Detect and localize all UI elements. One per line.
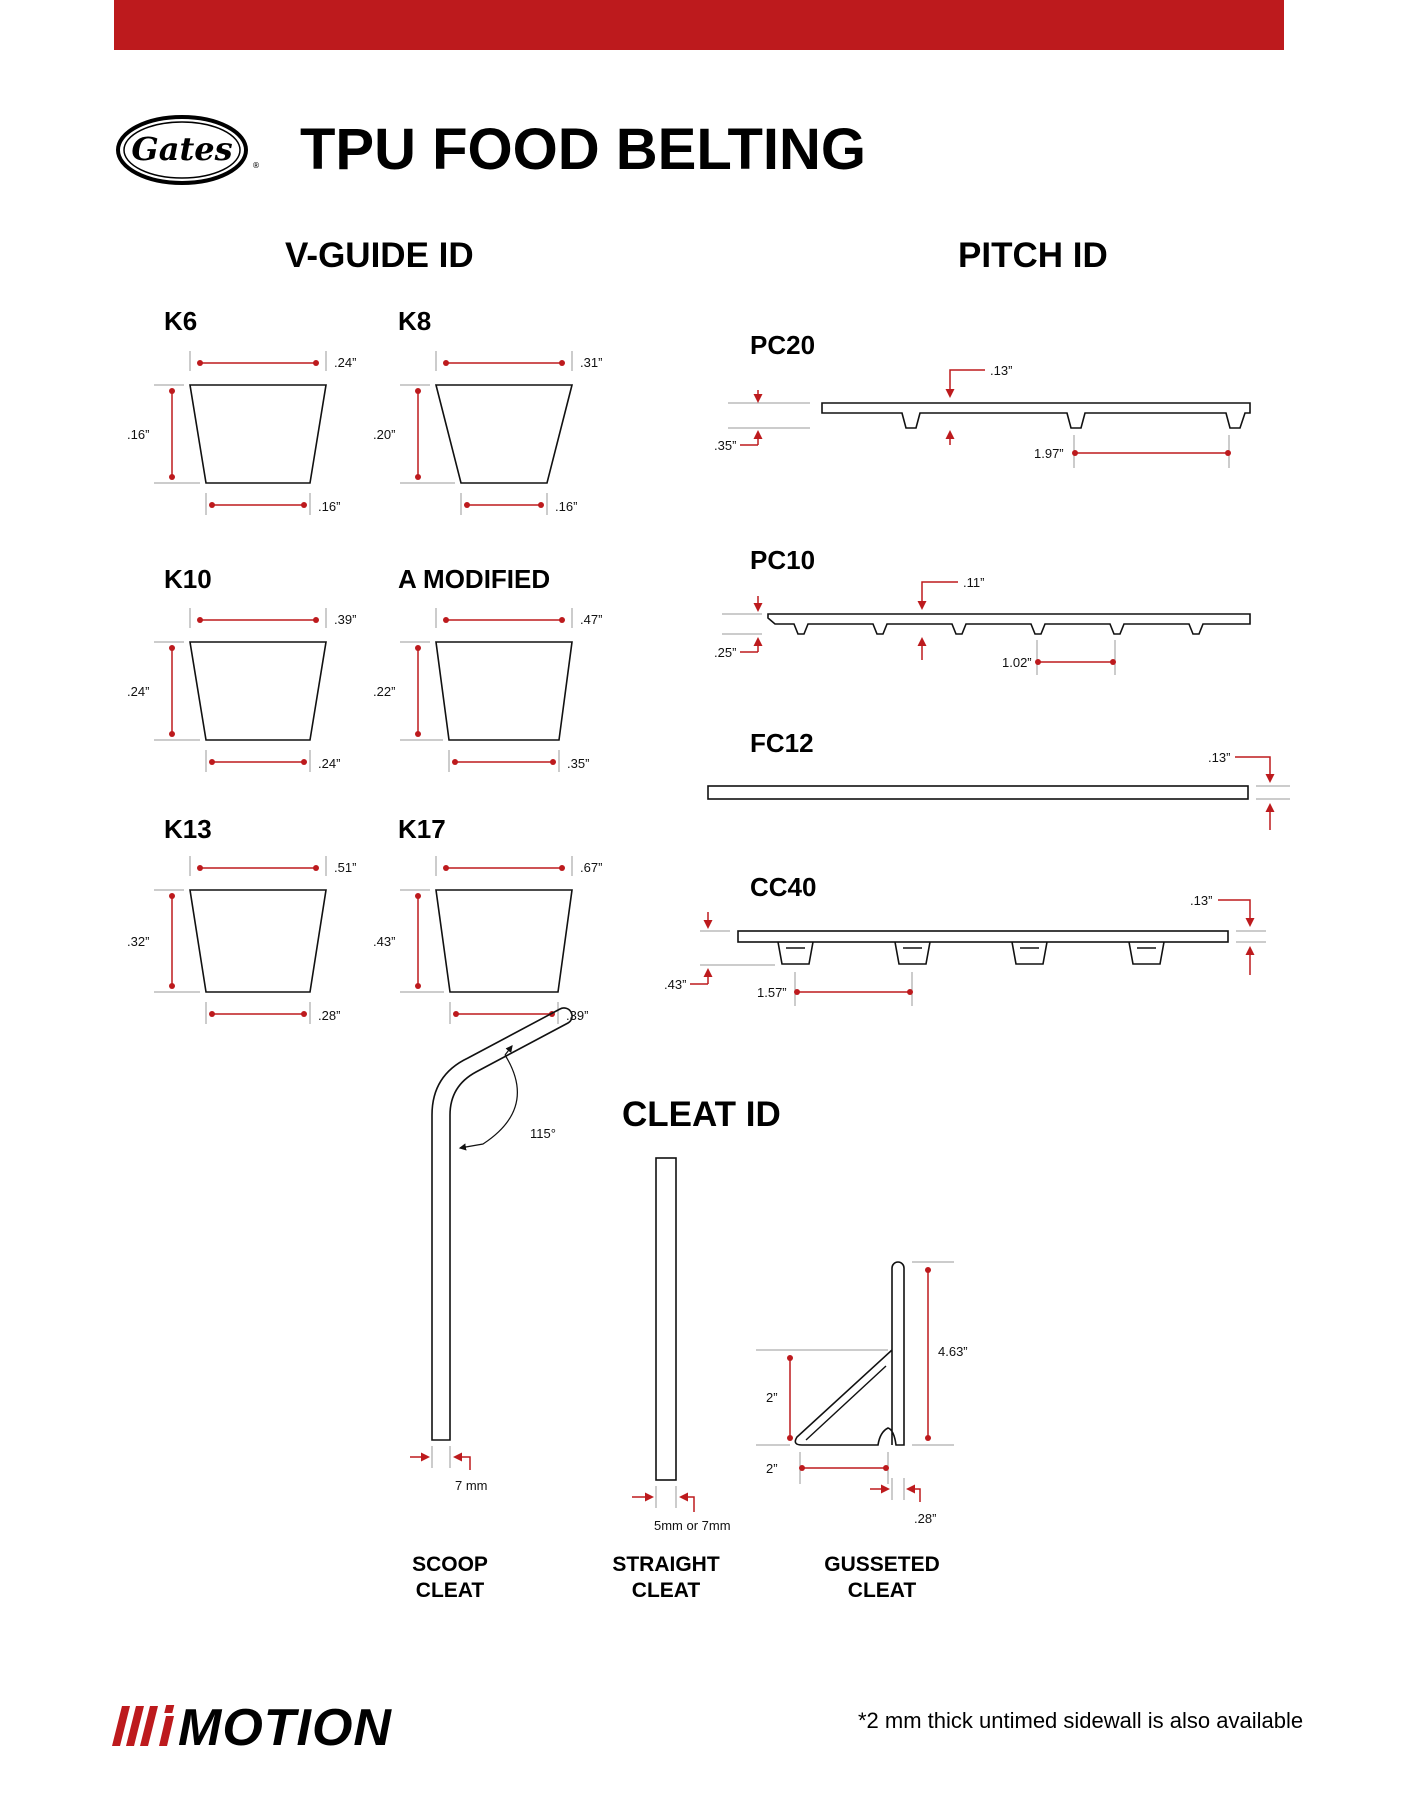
- gusseted-gusset-height-label: 2”: [766, 1390, 778, 1405]
- vguide-name: K10: [164, 564, 212, 594]
- cc40-pitch-label: 1.57”: [757, 985, 787, 1000]
- svg-text:®: ®: [252, 161, 260, 170]
- gusseted-thickness-label: .28”: [914, 1511, 936, 1526]
- pc10-profile: [722, 581, 1251, 675]
- scoop-cleat-drawing: [410, 1007, 573, 1470]
- vguide-height-label: .20”: [373, 427, 395, 442]
- pc20-pitch-label: 1.97”: [1034, 446, 1064, 461]
- section-vguide-heading: V-GUIDE ID: [285, 236, 474, 275]
- vguide-height-label: .24”: [127, 684, 149, 699]
- motion-logo-text: MOTION: [178, 1699, 392, 1757]
- gates-logo: Gates ®: [116, 115, 260, 185]
- gusseted-cleat-caption: GUSSETED CLEAT: [812, 1552, 952, 1604]
- scoop-cleat-caption: SCOOP CLEAT: [380, 1552, 520, 1604]
- gates-logo-text: Gates: [131, 130, 232, 168]
- cc40-total-label: .43”: [664, 977, 686, 992]
- vguide-name: K17: [398, 814, 446, 844]
- pitch-name: PC10: [750, 545, 816, 575]
- caption-line: CLEAT: [415, 1579, 485, 1602]
- vguide-profile: .24” .16” .16”: [127, 351, 356, 515]
- gusseted-gusset-width-label: 2”: [766, 1461, 778, 1476]
- pc20-profile: [728, 369, 1251, 468]
- straight-thickness-label: 5mm or 7mm: [654, 1518, 731, 1533]
- motion-logo-mark: [112, 1705, 175, 1746]
- caption-line: SCOOP: [412, 1553, 488, 1576]
- pc10-tooth-label: .11”: [963, 575, 984, 590]
- vguide-bottom-label: .35”: [567, 756, 589, 771]
- vguide-profile: .51” .32” .28”: [127, 856, 356, 1024]
- vguide-bottom-label: .16”: [318, 499, 340, 514]
- vguide-height-label: .16”: [127, 427, 149, 442]
- caption-line: GUSSETED: [824, 1553, 940, 1576]
- vguide-top-label: .47”: [580, 612, 602, 627]
- vguide-profile: .67”.43”.39”: [373, 856, 602, 1024]
- pitch-name: PC20: [750, 330, 816, 360]
- fc12-profile: [707, 756, 1290, 830]
- cc40-profile: [690, 899, 1266, 1006]
- pc10-pitch-label: 1.02”: [1002, 655, 1032, 670]
- vguide-name: A MODIFIED: [398, 564, 551, 594]
- footnote: *2 mm thick untimed sidewall is also ava…: [858, 1708, 1304, 1733]
- vguide-bottom-label: .28”: [318, 1008, 340, 1023]
- vguide-profile: .31” .20” .16”: [373, 351, 602, 515]
- vguide-name: K8: [398, 306, 432, 336]
- vguide-top-label: .39”: [334, 612, 356, 627]
- scoop-angle-label: 115°: [530, 1126, 556, 1141]
- vguide-top-label: .67”: [580, 860, 602, 875]
- vguide-name: K13: [164, 814, 212, 844]
- caption-line: CLEAT: [847, 1579, 917, 1602]
- straight-cleat-drawing: [632, 1157, 695, 1512]
- gusseted-cleat-drawing: [756, 1261, 954, 1502]
- pc10-thickness-label: .25”: [714, 645, 736, 660]
- section-pitch-heading: PITCH ID: [958, 236, 1108, 275]
- cc40-thickness-label: .13”: [1190, 893, 1212, 908]
- vguide-top-label: .31”: [580, 355, 602, 370]
- vguide-bottom-label: .24”: [318, 756, 340, 771]
- pitch-name: CC40: [750, 872, 817, 902]
- vguide-profile: .47” .22” .35”: [373, 608, 602, 772]
- vguide-height-label: .22”: [373, 684, 395, 699]
- fc12-thickness-label: .13”: [1208, 750, 1230, 765]
- vguide-height-label: .43”: [373, 934, 395, 949]
- page-title: TPU FOOD BELTING: [300, 117, 867, 182]
- caption-line: STRAIGHT: [612, 1553, 720, 1576]
- pc20-tooth-label: .13”: [990, 363, 1012, 378]
- vguide-top-label: .51”: [334, 860, 356, 875]
- straight-cleat-caption: STRAIGHT CLEAT: [596, 1552, 736, 1604]
- scoop-thickness-label: 7 mm: [455, 1478, 488, 1493]
- vguide-profile: .39” .24” .24”: [127, 608, 356, 772]
- vguide-top-label: .24”: [334, 355, 356, 370]
- pitch-name: FC12: [750, 728, 814, 758]
- section-cleat-heading: CLEAT ID: [622, 1095, 781, 1134]
- caption-line: CLEAT: [631, 1579, 701, 1602]
- top-accent-bar: [114, 0, 1284, 50]
- vguide-bottom-label: .16”: [555, 499, 577, 514]
- gusseted-height-label: 4.63”: [938, 1344, 968, 1359]
- vguide-height-label: .32”: [127, 934, 149, 949]
- vguide-name: K6: [164, 306, 198, 336]
- pc20-thickness-label: .35”: [714, 438, 736, 453]
